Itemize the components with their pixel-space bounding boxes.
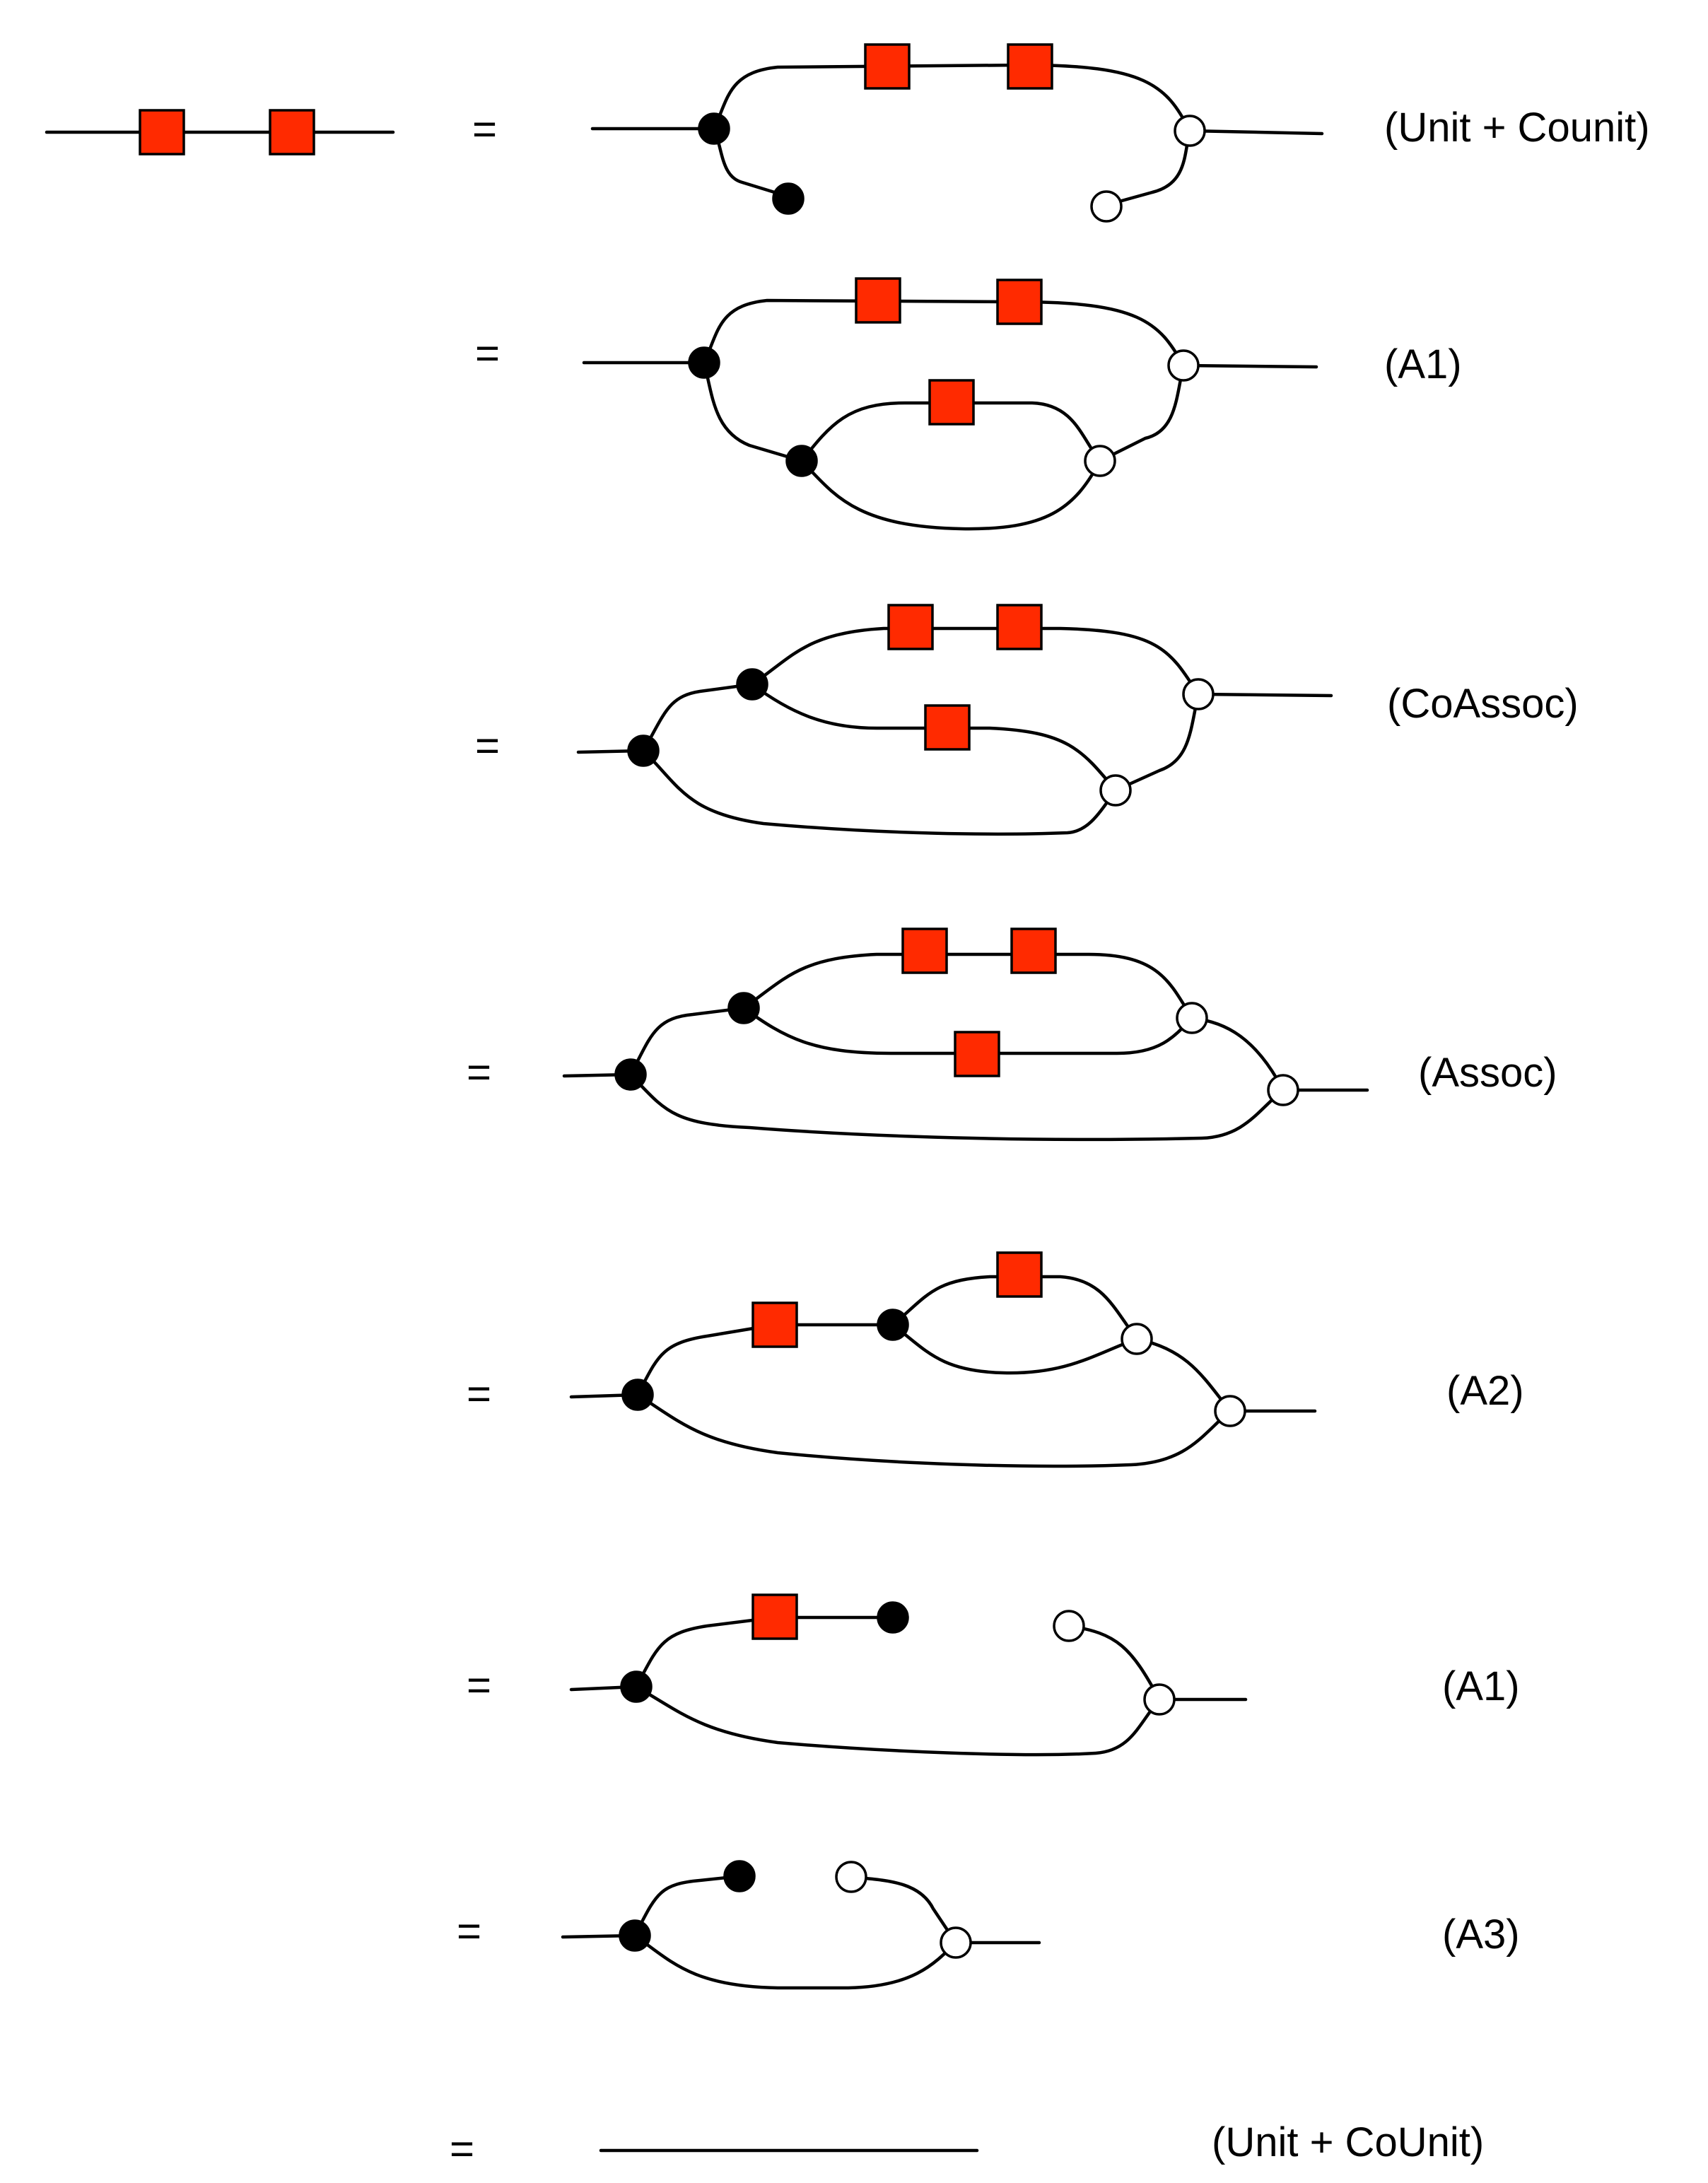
step-label: (A1) — [1442, 1663, 1520, 1709]
diagram-step-1 — [590, 43, 1324, 223]
equals-sign: = — [457, 1907, 481, 1955]
equals-sign: = — [467, 1661, 491, 1709]
diagram-step-4 — [562, 927, 1369, 1142]
black-dot-node — [627, 735, 660, 767]
white-dot-node — [1176, 1002, 1208, 1034]
black-dot-node — [772, 182, 805, 215]
black-dot-node — [698, 112, 730, 145]
equals-sign: = — [467, 1370, 491, 1417]
red-box — [1010, 927, 1057, 974]
white-dot-node — [1053, 1610, 1085, 1642]
white-dot-node — [1090, 190, 1123, 223]
step-label: (A1) — [1384, 341, 1462, 387]
red-box — [139, 109, 185, 156]
white-dot-node — [1182, 678, 1215, 710]
red-box — [751, 1301, 798, 1348]
red-box — [855, 277, 901, 324]
diagram-step-3 — [576, 604, 1333, 836]
red-box — [996, 604, 1043, 650]
equals-sign: = — [450, 2125, 474, 2172]
white-dot-node — [1099, 774, 1132, 807]
white-dot-node — [1084, 445, 1116, 477]
equals-sign: = — [467, 1048, 491, 1096]
diagram-step-5 — [569, 1251, 1317, 1468]
red-box — [924, 704, 971, 751]
equals-sign: = — [472, 105, 497, 153]
red-box — [269, 109, 315, 156]
black-dot-node — [877, 1309, 909, 1341]
red-box — [996, 279, 1043, 325]
equals-sign: = — [475, 722, 500, 769]
red-box — [751, 1593, 798, 1640]
step-label: (Unit + Counit) — [1384, 105, 1650, 151]
step-label: (Assoc) — [1418, 1050, 1557, 1096]
red-box — [864, 43, 911, 90]
equals-sign: = — [475, 329, 500, 377]
black-dot-node — [621, 1379, 654, 1411]
diagram-step-7 — [561, 1860, 1041, 1990]
black-dot-node — [736, 668, 768, 701]
diagram-step-2 — [582, 277, 1318, 531]
step-label: (Unit + CoUnit) — [1212, 2119, 1484, 2165]
black-dot-node — [688, 346, 720, 379]
lhs-diagram — [45, 109, 395, 156]
red-box — [1007, 43, 1053, 90]
white-dot-node — [835, 1861, 867, 1893]
black-dot-node — [727, 992, 760, 1024]
white-dot-node — [1143, 1683, 1176, 1716]
black-dot-node — [723, 1860, 756, 1892]
black-dot-node — [877, 1601, 909, 1634]
red-box — [887, 604, 934, 650]
step-label: (A3) — [1442, 1912, 1520, 1957]
step-label: (A2) — [1446, 1368, 1524, 1414]
diagram-step-6 — [569, 1593, 1248, 1757]
black-dot-node — [614, 1058, 647, 1091]
red-box — [996, 1251, 1043, 1298]
white-dot-node — [1267, 1074, 1299, 1106]
black-dot-node — [785, 445, 818, 477]
black-dot-node — [619, 1919, 651, 1952]
white-dot-node — [940, 1926, 972, 1959]
white-dot-node — [1167, 349, 1200, 382]
white-dot-node — [1214, 1395, 1246, 1427]
red-box — [928, 379, 975, 426]
white-dot-node — [1174, 115, 1206, 147]
black-dot-node — [620, 1670, 653, 1703]
step-label: (CoAssoc) — [1387, 681, 1579, 727]
red-box — [954, 1031, 1000, 1077]
red-box — [901, 927, 948, 974]
white-dot-node — [1121, 1323, 1153, 1355]
